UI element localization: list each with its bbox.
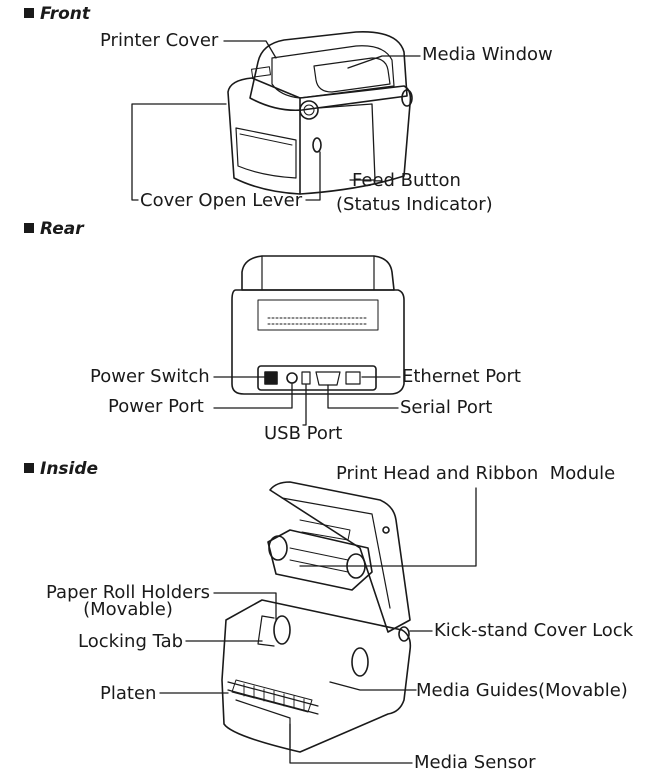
label-print-head-module: Print Head and Ribbon Module: [336, 463, 616, 484]
section-bullet: [24, 223, 34, 233]
section-rear-heading: Rear: [24, 218, 84, 240]
section-bullet: [24, 8, 34, 18]
section-inside-heading: Inside: [24, 458, 98, 480]
label-status-indicator: (Status Indicator): [336, 194, 493, 215]
label-ethernet-port: Ethernet Port: [402, 366, 521, 387]
inside-printer-illustration: [221, 481, 412, 753]
label-media-sensor: Media Sensor: [414, 752, 536, 773]
section-front-heading: Front: [24, 3, 90, 25]
label-paper-roll-movable: (Movable): [83, 599, 173, 620]
label-printer-cover: Printer Cover: [100, 30, 219, 51]
label-paper-roll-holders: Paper Roll Holders: [46, 582, 210, 603]
section-rear-title: Rear: [40, 219, 84, 239]
label-power-port: Power Port: [108, 396, 204, 417]
label-power-switch: Power Switch: [90, 366, 210, 387]
label-kickstand-cover-lock: Kick-stand Cover Lock: [434, 620, 634, 641]
label-feed-button: Feed Button: [352, 170, 461, 191]
label-locking-tab: Locking Tab: [78, 631, 184, 652]
rear-leader-lines: [213, 376, 401, 426]
label-media-window: Media Window: [422, 44, 553, 65]
front-leader-lines: [131, 40, 421, 201]
section-front-title: Front: [40, 4, 91, 24]
label-media-guides: Media Guides(Movable): [416, 680, 628, 701]
label-serial-port: Serial Port: [400, 397, 493, 418]
label-platen: Platen: [100, 683, 157, 704]
label-cover-open-lever: Cover Open Lever: [140, 190, 303, 211]
label-usb-port: USB Port: [264, 423, 343, 444]
inside-leader-lines: [159, 487, 477, 764]
section-bullet: [24, 463, 34, 473]
rear-printer-illustration: [231, 255, 405, 395]
section-inside-title: Inside: [40, 459, 99, 479]
